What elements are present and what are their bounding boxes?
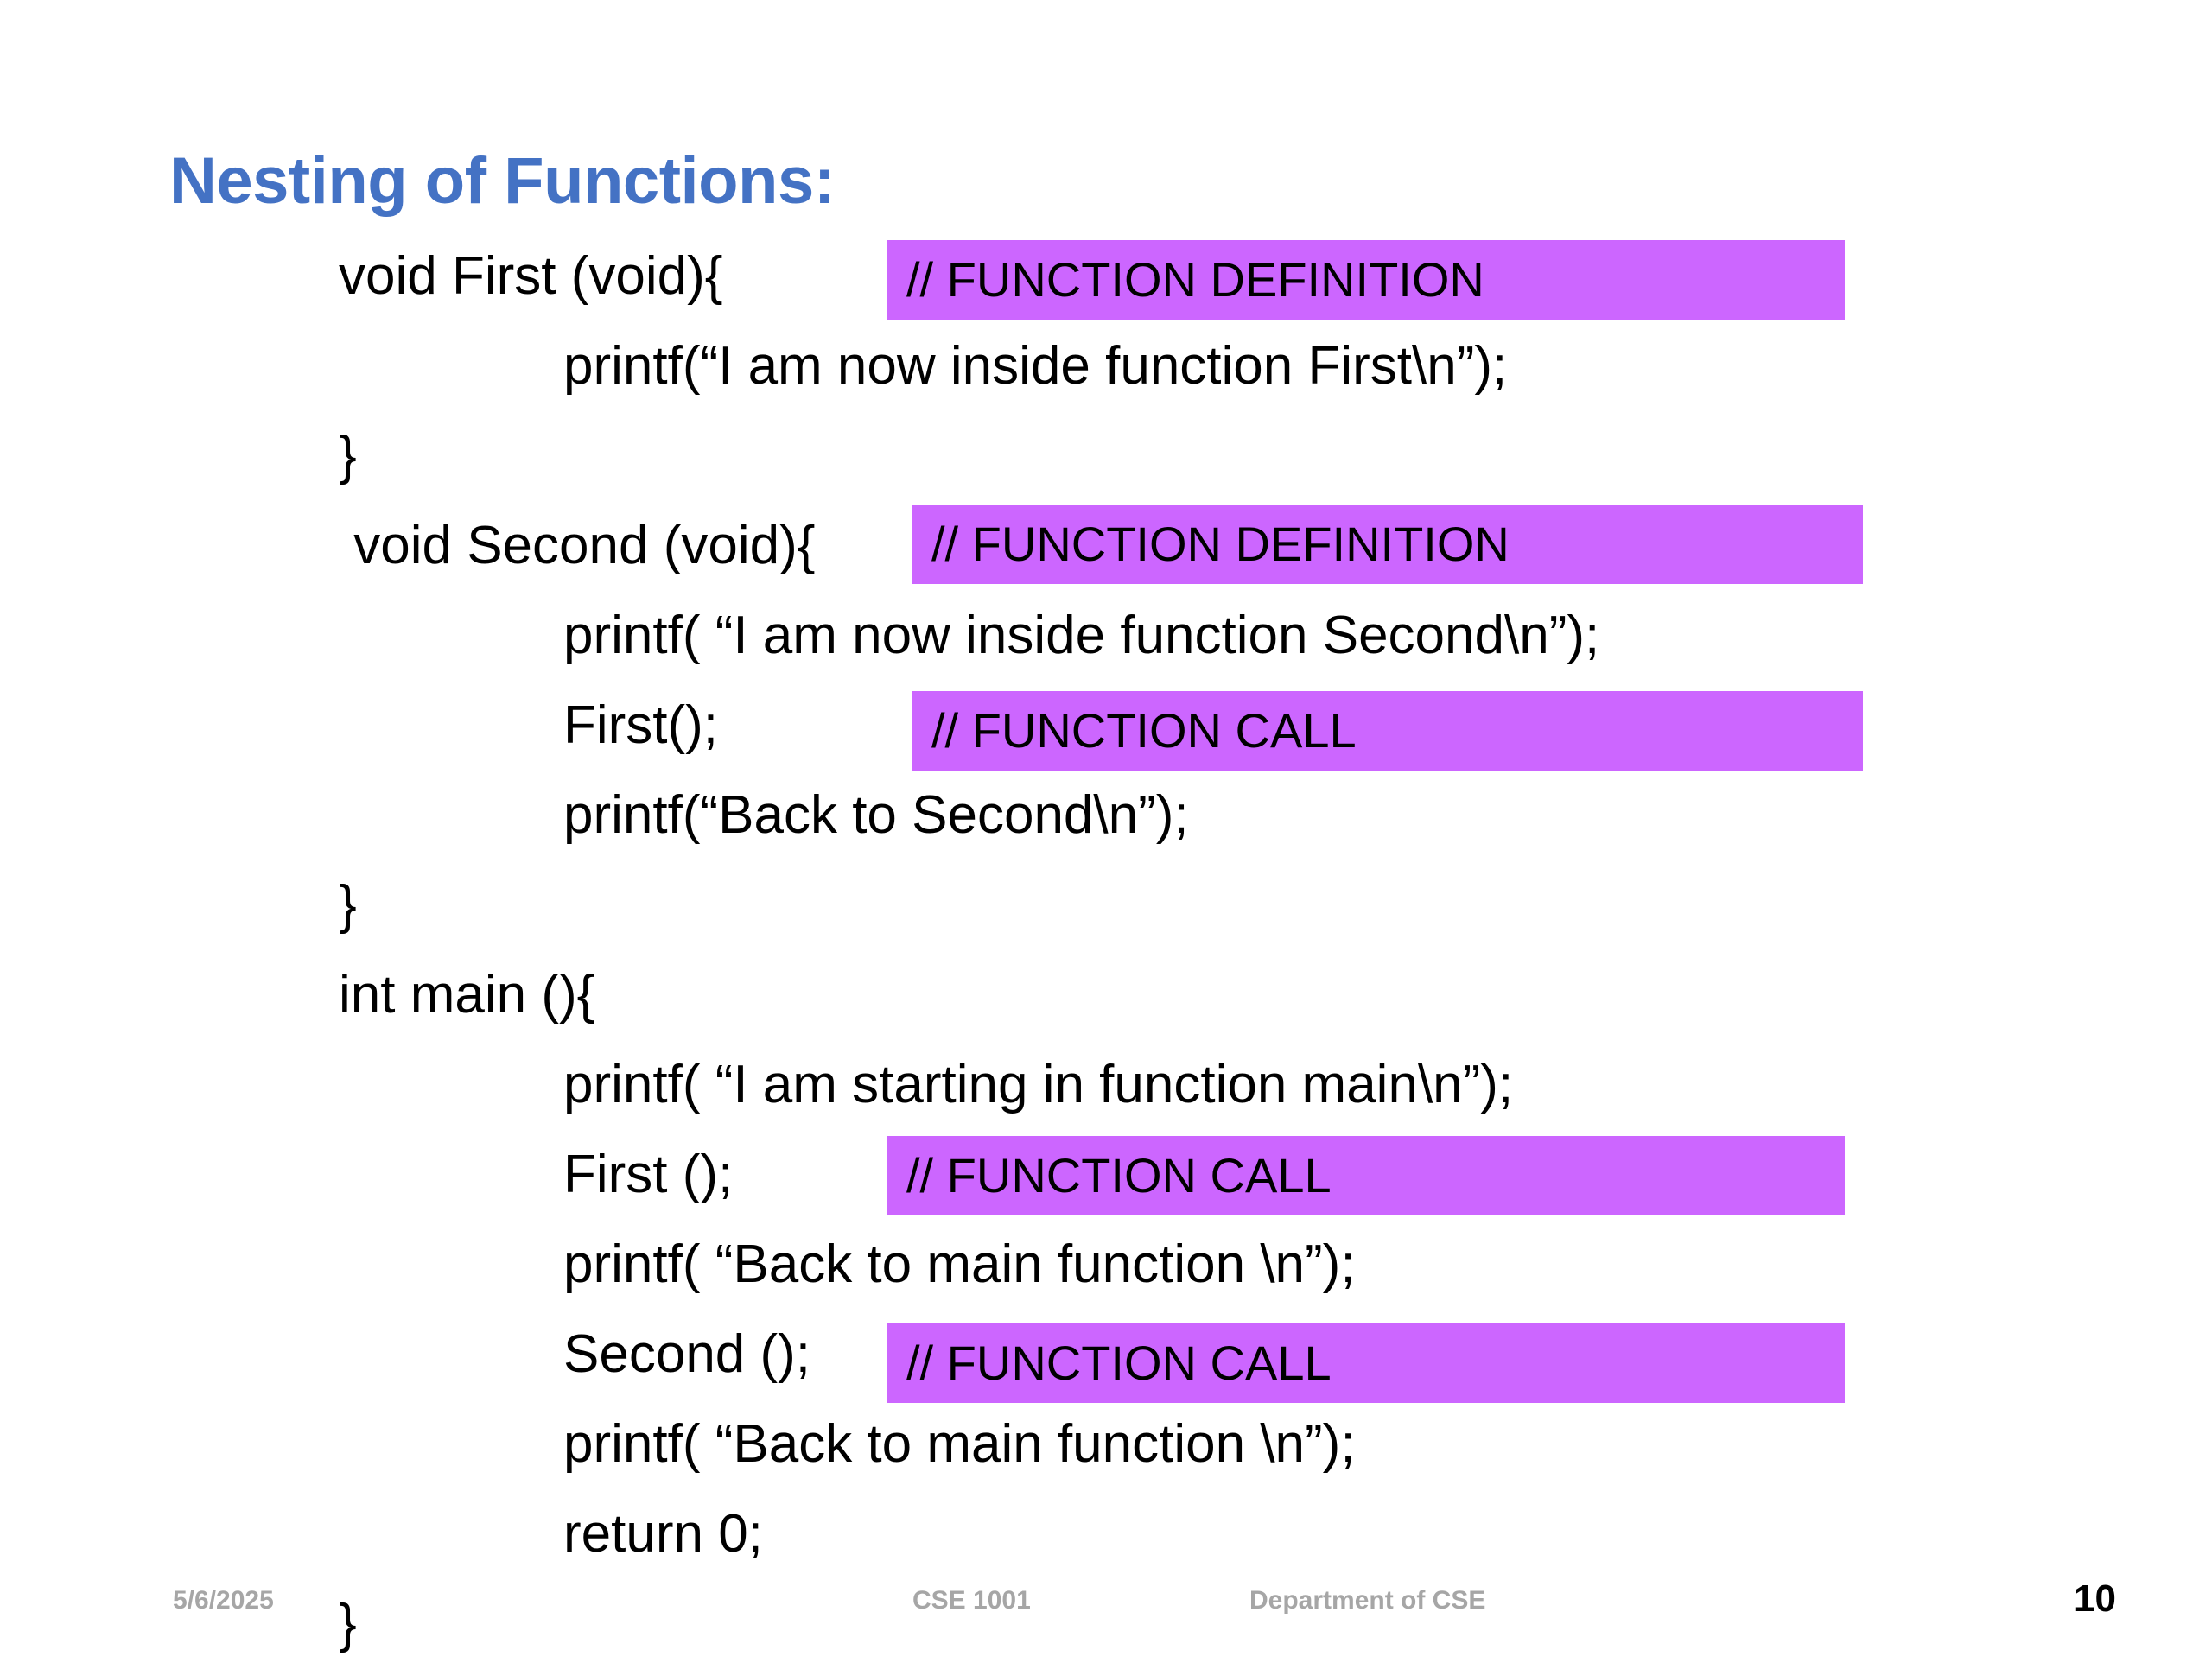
code-line-text: printf(“Back to Second\n”); <box>563 785 1189 845</box>
comment-label: // FUNCTION CALL <box>906 1336 1332 1390</box>
page-title: Nesting of Functions: <box>169 144 836 218</box>
footer-date: 5/6/2025 <box>173 1586 274 1615</box>
code-line: First(); <box>0 681 2212 771</box>
comment-label: // FUNCTION DEFINITION <box>906 252 1484 307</box>
code-line: } <box>0 1579 2212 1669</box>
code-line-text: printf(“I am now inside function First\n… <box>563 336 1508 396</box>
code-line-text: printf( “I am now inside function Second… <box>563 606 1600 665</box>
code-line-text: Second (); <box>563 1324 811 1384</box>
code-line: printf( “Back to main function \n”); <box>0 1220 2212 1310</box>
code-line: printf( “I am starting in function main\… <box>0 1040 2212 1130</box>
code-line-text: } <box>339 875 357 935</box>
comment-label: // FUNCTION CALL <box>906 1148 1332 1203</box>
code-line: printf( “Back to main function \n”); <box>0 1399 2212 1489</box>
footer-department: Department of CSE <box>1249 1586 1486 1615</box>
code-line: printf(“Back to Second\n”); <box>0 771 2212 860</box>
comment-label: // FUNCTION CALL <box>931 703 1357 758</box>
code-line: Second (); <box>0 1310 2212 1399</box>
code-line: return 0; <box>0 1489 2212 1579</box>
code-line-text: First (); <box>563 1145 734 1204</box>
code-line-text: return 0; <box>563 1504 763 1564</box>
comment-highlight: // FUNCTION DEFINITION <box>912 505 1863 584</box>
slide-footer: 5/6/2025 CSE 1001 Department of CSE <box>0 1586 2212 1629</box>
code-line: void Second (void){ <box>0 501 2212 591</box>
comment-highlight: // FUNCTION CALL <box>887 1323 1845 1403</box>
code-line: void First (void){ <box>0 232 2212 321</box>
code-listing: void First (void){ printf(“I am now insid… <box>0 232 2212 1669</box>
code-line: printf( “I am now inside function Second… <box>0 591 2212 681</box>
code-line-text: First(); <box>563 695 719 755</box>
code-line-text: printf( “Back to main function \n”); <box>563 1234 1356 1294</box>
code-line-text: void Second (void){ <box>339 516 816 575</box>
code-line-text: } <box>339 426 357 485</box>
code-line: int main (){ <box>0 950 2212 1040</box>
footer-course-code: CSE 1001 <box>912 1586 1031 1615</box>
comment-label: // FUNCTION DEFINITION <box>931 517 1510 571</box>
code-line: printf(“I am now inside function First\n… <box>0 321 2212 411</box>
code-line-text: int main (){ <box>339 965 595 1025</box>
comment-highlight: // FUNCTION DEFINITION <box>887 240 1845 320</box>
code-line: } <box>0 411 2212 501</box>
code-line: First (); <box>0 1130 2212 1220</box>
comment-highlight: // FUNCTION CALL <box>887 1136 1845 1215</box>
comment-highlight: // FUNCTION CALL <box>912 691 1863 771</box>
code-line-text: } <box>339 1594 357 1653</box>
code-line: } <box>0 860 2212 950</box>
slide-number: 10 <box>2074 1577 2116 1620</box>
code-line-text: printf( “Back to main function \n”); <box>563 1414 1356 1474</box>
code-line-text: printf( “I am starting in function main\… <box>563 1055 1514 1114</box>
code-line-text: void First (void){ <box>339 246 723 306</box>
